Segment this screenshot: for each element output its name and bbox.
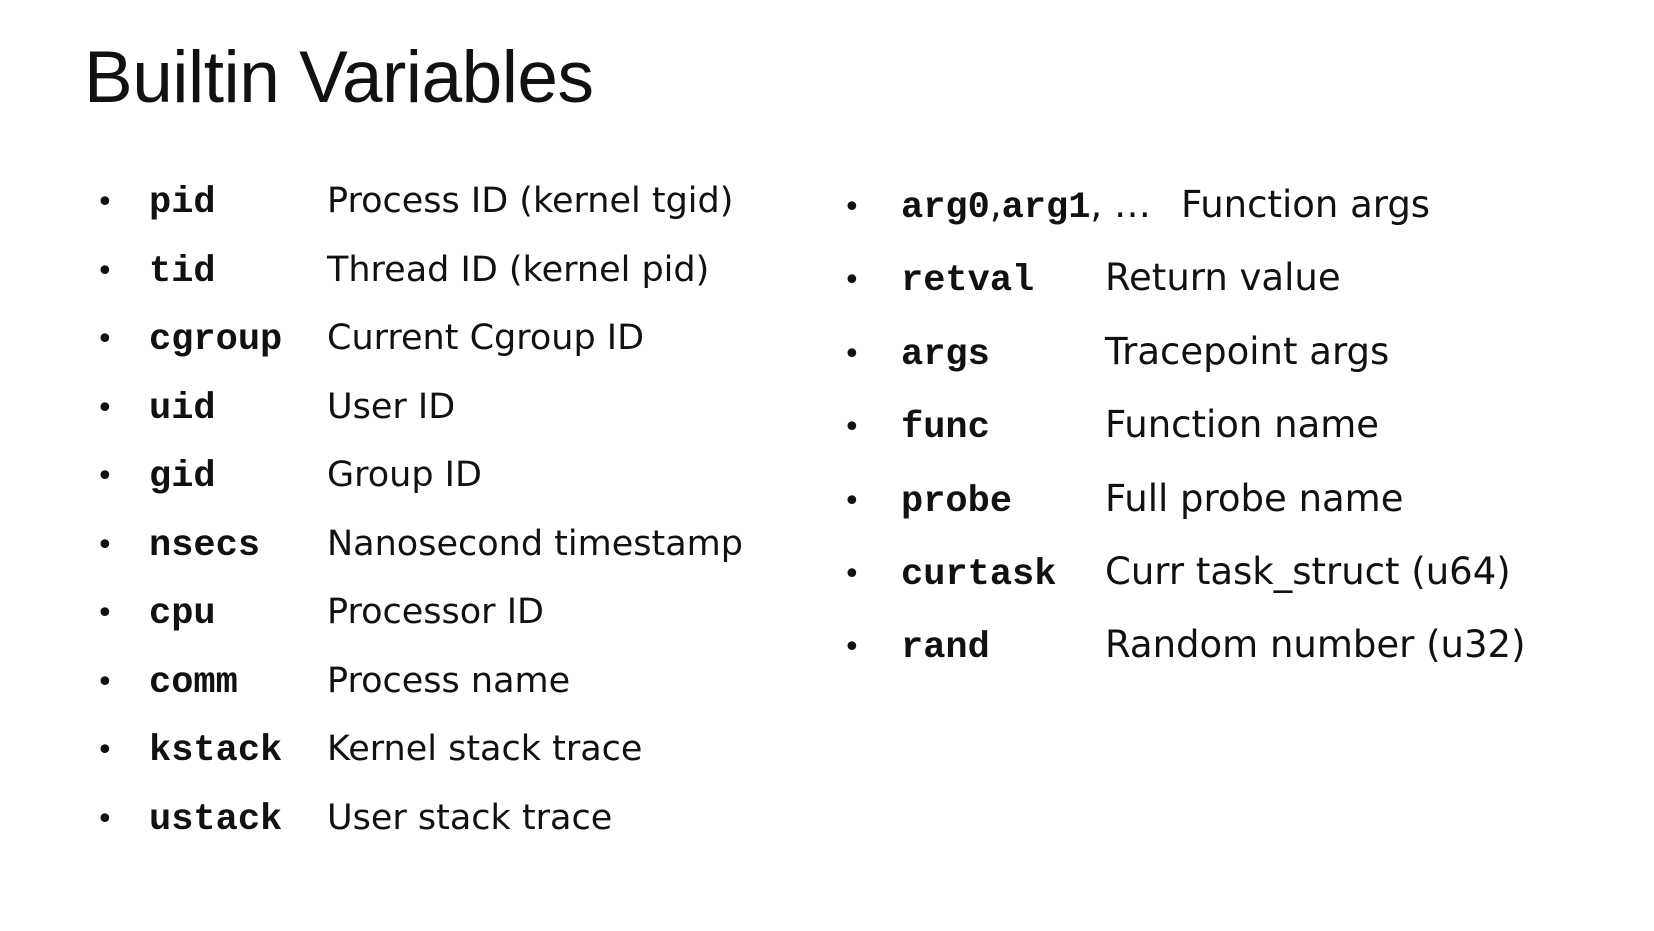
list-item: • arg0 , arg1 , … Function args: [843, 186, 1526, 259]
variable-description: User ID: [327, 386, 456, 427]
list-item: • nsecs Nanosecond timestamp: [96, 523, 743, 596]
variable-description: Thread ID (kernel pid): [327, 249, 710, 290]
variable-description: Curr task_struct (u64): [1105, 549, 1511, 593]
variable-description: Function args: [1180, 183, 1431, 226]
bullet-icon: •: [843, 556, 861, 592]
variable-description: Full probe name: [1105, 476, 1404, 520]
list-item: • probe Full probe name: [843, 480, 1526, 553]
variable-name: ustack: [149, 798, 283, 841]
bullet-icon: •: [96, 322, 114, 357]
variable-name: rand: [901, 627, 990, 670]
variable-name: tid: [149, 250, 216, 293]
variable-description: Current Cgroup ID: [327, 318, 645, 358]
variable-name: nsecs: [149, 524, 261, 567]
bullet-icon: •: [96, 185, 114, 220]
bullet-icon: •: [96, 596, 114, 631]
variable-description: Kernel stack trace: [327, 729, 643, 769]
variable-name: cgroup: [149, 319, 283, 361]
list-item: • comm Process name: [96, 660, 743, 733]
variable-name: args: [901, 333, 990, 376]
variable-description: Nanosecond timestamp: [327, 523, 743, 564]
variable-description: Processor ID: [327, 592, 544, 632]
bullet-icon: •: [843, 336, 861, 372]
variable-name: uid: [149, 387, 216, 430]
list-item: • rand Random number (u32): [843, 626, 1526, 699]
variable-name: retval: [901, 260, 1035, 303]
bullet-icon: •: [96, 801, 114, 837]
variable-description: Return value: [1105, 256, 1341, 300]
bullet-icon: •: [96, 253, 114, 289]
separator-text: , …: [1090, 183, 1151, 226]
bullet-icon: •: [96, 459, 114, 494]
variable-name: curtask: [901, 553, 1057, 596]
list-item: • tid Thread ID (kernel pid): [96, 249, 743, 322]
variable-name: comm: [149, 661, 238, 704]
list-item: • func Function name: [843, 406, 1526, 479]
bullet-icon: •: [96, 390, 114, 426]
bullet-icon: •: [843, 630, 861, 666]
list-item: • kstack Kernel stack trace: [96, 732, 743, 801]
bullet-icon: •: [843, 263, 861, 299]
variable-description: Tracepoint args: [1105, 329, 1390, 373]
variable-description: Process name: [327, 660, 571, 701]
list-item: • cpu Processor ID: [96, 595, 743, 664]
left-variable-list: • pid Process ID (kernel tgid) • tid Thr…: [96, 184, 743, 869]
variable-description: Function name: [1105, 403, 1380, 447]
variable-name: arg1: [1001, 187, 1091, 229]
bullet-icon: •: [96, 527, 114, 563]
right-variable-list: • arg0 , arg1 , … Function args • retval…: [843, 186, 1526, 700]
list-item: • gid Group ID: [96, 458, 743, 527]
bullet-icon: •: [843, 410, 861, 446]
slide-title: Builtin Variables: [84, 37, 594, 118]
bullet-icon: •: [96, 664, 114, 700]
bullet-icon: •: [843, 483, 861, 519]
variable-name: gid: [149, 456, 216, 498]
variable-description: Group ID: [327, 455, 482, 495]
variable-name: arg0: [901, 187, 990, 229]
list-item: • ustack User stack trace: [96, 797, 743, 870]
list-item: • args Tracepoint args: [843, 333, 1526, 406]
separator-text: ,: [989, 183, 1002, 226]
variable-name: kstack: [149, 730, 283, 772]
list-item: • curtask Curr task_struct (u64): [843, 553, 1526, 626]
variable-description: User stack trace: [327, 797, 613, 838]
list-item: • uid User ID: [96, 386, 743, 459]
variable-name: pid: [149, 182, 216, 224]
list-item: • cgroup Current Cgroup ID: [96, 321, 743, 390]
variable-name: probe: [901, 480, 1013, 523]
list-item: • retval Return value: [843, 259, 1526, 332]
list-item: • pid Process ID (kernel tgid): [96, 184, 743, 253]
variable-name: func: [901, 407, 990, 450]
variable-description: Random number (u32): [1105, 623, 1526, 667]
bullet-icon: •: [96, 733, 114, 768]
variable-description: Process ID (kernel tgid): [327, 181, 734, 221]
bullet-icon: •: [843, 190, 861, 225]
variable-name: cpu: [149, 593, 216, 635]
